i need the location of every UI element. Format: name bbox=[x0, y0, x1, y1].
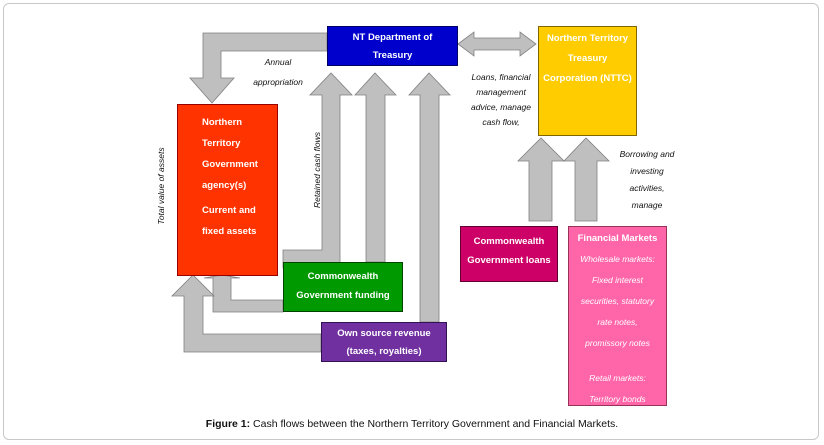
figure-caption: Figure 1: Cash flows between the Norther… bbox=[0, 418, 824, 430]
finmarkets-line-1: Wholesale markets: bbox=[580, 254, 655, 264]
arrow-cw-loans bbox=[517, 137, 565, 222]
box-nt-government-agency: Northern Territory Government agency(s) … bbox=[177, 104, 278, 276]
caption-text: Cash flows between the Northern Territor… bbox=[250, 418, 619, 430]
finmarkets-retail-1: Retail markets: bbox=[589, 373, 646, 383]
annual-line-2: appropriation bbox=[253, 77, 303, 87]
ownsource-line-2: (taxes, royalties) bbox=[346, 346, 422, 357]
borrowing-line-2: investing bbox=[630, 166, 664, 176]
ntgov-line-1: Northern bbox=[202, 117, 243, 128]
annual-line-1: Annual bbox=[264, 57, 292, 67]
borrowing-line-4: manage bbox=[631, 200, 663, 210]
finmarkets-line-3: securities, statutory bbox=[580, 296, 655, 306]
label-borrowing-investing: Borrowing and investing activities, mana… bbox=[610, 146, 684, 214]
figure-frame bbox=[3, 3, 819, 440]
label-annual-appropriation: Annual appropriation bbox=[238, 52, 318, 92]
borrowing-line-3: activities, bbox=[629, 183, 665, 193]
nttc-line-1: Northern Territory bbox=[546, 33, 629, 44]
treasury-line-2: Treasury bbox=[372, 50, 413, 61]
finmarkets-line-5: promissory notes bbox=[585, 338, 650, 348]
box-financial-markets: Financial Markets Wholesale markets: Fix… bbox=[568, 226, 667, 406]
treasury-line-1: NT Department of bbox=[352, 32, 433, 43]
finmarkets-line-4: rate notes, bbox=[597, 317, 638, 327]
arrow-commonwealth-funding bbox=[354, 72, 397, 263]
cwloans-line-2: Government loans bbox=[467, 255, 551, 266]
box-commonwealth-funding: Commonwealth Government funding bbox=[283, 262, 403, 312]
ntgov-sub-1: Current and bbox=[202, 205, 256, 216]
arrow-revenue-to-agency bbox=[171, 274, 322, 353]
cwloans-line-1: Commonwealth bbox=[473, 236, 545, 247]
cwfunding-line-1: Commonwealth bbox=[307, 271, 379, 282]
box-own-source-revenue: Own source revenue (taxes, royalties) bbox=[321, 322, 447, 362]
nttc-line-2: Treasury bbox=[567, 53, 608, 64]
arrow-own-source-revenue bbox=[408, 72, 451, 323]
ntgov-line-4: agency(s) bbox=[202, 180, 247, 191]
borrowing-line-1: Borrowing and bbox=[619, 149, 675, 159]
nttc-line-3: Corporation (NTTC) bbox=[543, 73, 632, 84]
label-loans-financial-management: Loans, financial management advice, mana… bbox=[462, 70, 540, 130]
finmarkets-retail-2: Territory bonds bbox=[589, 394, 646, 404]
ntgov-line-2: Territory bbox=[202, 138, 241, 149]
label-retained-cash-flows: Retained cash flows bbox=[312, 131, 322, 209]
loans-line-3: advice, manage bbox=[470, 102, 531, 112]
ownsource-line-1: Own source revenue bbox=[337, 328, 431, 339]
box-nttc: Northern Territory Treasury Corporation … bbox=[538, 26, 637, 136]
loans-line-4: cash flow, bbox=[482, 117, 520, 127]
arrow-treasury-nttc bbox=[457, 31, 537, 57]
finmarkets-line-2: Fixed interest bbox=[591, 275, 644, 285]
ntgov-line-3: Government bbox=[202, 159, 258, 170]
arrow-financial-markets bbox=[563, 137, 610, 222]
box-nt-treasury: NT Department of Treasury bbox=[327, 26, 458, 66]
cwfunding-line-2: Government funding bbox=[296, 290, 390, 301]
loans-line-1: Loans, financial bbox=[471, 72, 531, 82]
box-commonwealth-loans: Commonwealth Government loans bbox=[460, 226, 558, 282]
arrow-funding-to-agency bbox=[203, 274, 284, 313]
ntgov-sub-2: fixed assets bbox=[202, 226, 257, 237]
caption-prefix: Figure 1: bbox=[205, 418, 251, 430]
loans-line-2: management bbox=[476, 87, 526, 97]
label-total-value-of-assets: Total value of assets bbox=[156, 147, 166, 225]
arrow-annual-appropriation bbox=[189, 32, 328, 104]
finmarkets-title: Financial Markets bbox=[577, 233, 658, 244]
